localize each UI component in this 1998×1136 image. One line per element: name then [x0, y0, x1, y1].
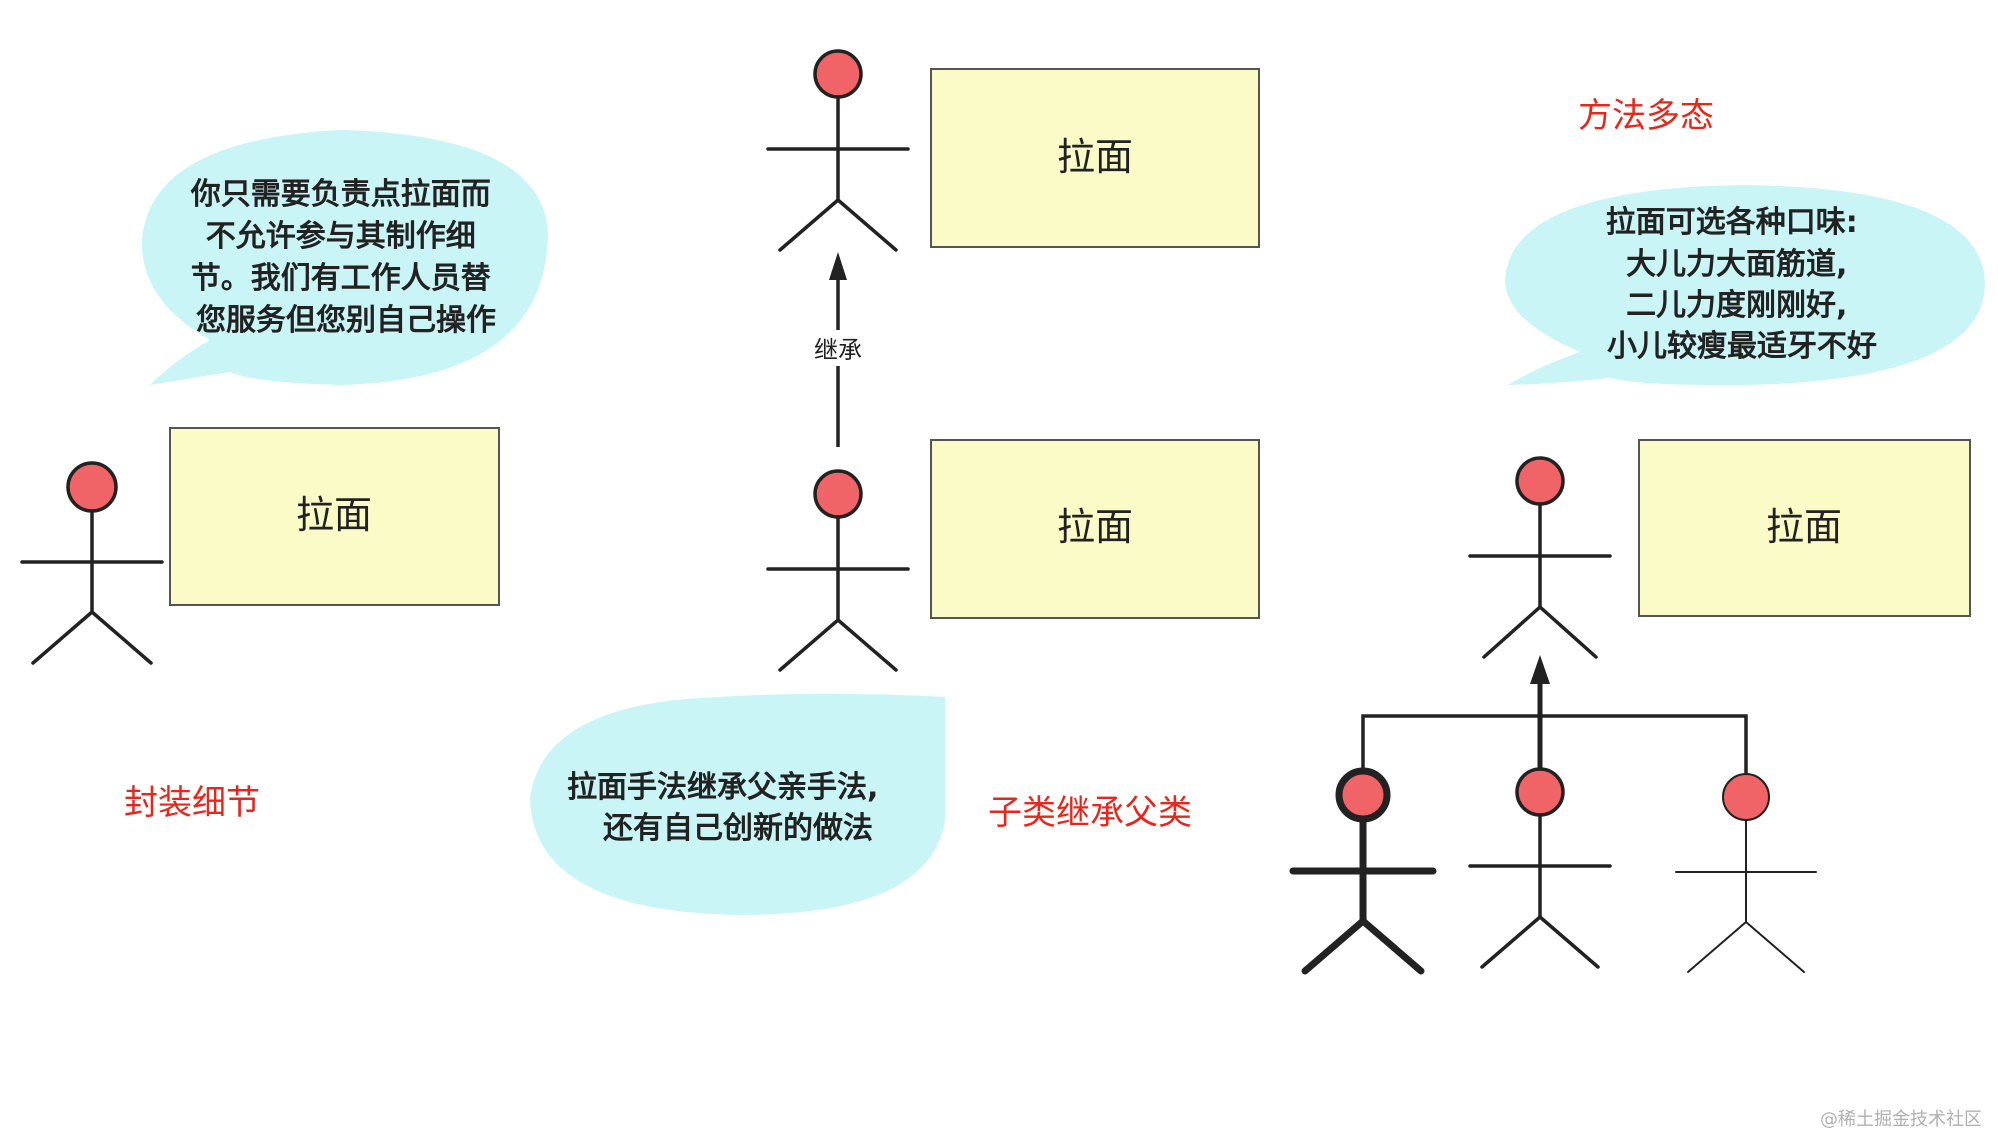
arrow-up-icon: [1361, 655, 1748, 790]
encapsulation-bubble-line: 节。我们有工作人员替: [191, 261, 491, 296]
parent-ramen-box: [930, 68, 1260, 248]
polymorphism-bubble-line: 小儿较瘦最适牙不好: [1607, 329, 1877, 364]
polymorphism-bubble-line: 拉面可选各种口味:: [1606, 205, 1858, 240]
polymorphism-bubble-line: 二儿力度刚刚好,: [1626, 288, 1847, 323]
polymorphism-caption: 方法多态: [1578, 96, 1714, 136]
child-ramen-box: [930, 439, 1260, 619]
child-box-label: 拉面: [1057, 505, 1133, 549]
stick-figure-icon: [766, 469, 910, 672]
polymorphism-speech-bubble: [1505, 185, 1985, 386]
inheritance-bubble-text: 拉面手法继承父亲手法, 还有自己创新的做法: [567, 770, 889, 846]
stick-figure-icon: [1468, 767, 1612, 969]
polymorphism-bubble-text: 拉面可选各种口味: 大儿力大面筋道, 二儿力度刚刚好, 小儿较瘦最适牙不好: [1606, 205, 1877, 364]
inheritance-bubble-line: 拉面手法继承父亲手法,: [567, 770, 878, 805]
encapsulation-ramen-box: [169, 427, 500, 606]
polymorphism-ramen-box: [1638, 439, 1971, 617]
inheritance-bubble-line: 还有自己创新的做法: [603, 811, 873, 846]
stick-figure-icon: [1289, 767, 1437, 975]
watermark: @稀土掘金技术社区: [1820, 1109, 1982, 1130]
polymorphism-box-label: 拉面: [1766, 505, 1842, 549]
encapsulation-box-label: 拉面: [296, 493, 372, 537]
encapsulation-bubble-line: 不允许参与其制作细: [206, 219, 476, 254]
encapsulation-caption: 封装细节: [124, 783, 260, 823]
stick-figure-icon: [766, 49, 910, 252]
encapsulation-bubble-line: 你只需要负责点拉面而: [190, 177, 491, 212]
polymorphism-bubble-line: 大儿力大面筋道,: [1626, 247, 1847, 282]
inheritance-arrow-label: 继承: [814, 336, 862, 364]
arrow-label-background: [808, 330, 868, 366]
encapsulation-bubble-line: 您服务但您别自己操作: [196, 303, 496, 338]
stick-figure-icon: [1675, 773, 1817, 973]
polymorphism-section: 方法多态 拉面可选各种口味: 大儿力大面筋道, 二儿力度刚刚好, 小儿较瘦最适牙…: [1289, 96, 1985, 975]
stick-figure-icon: [1468, 456, 1612, 659]
inheritance-speech-bubble: [530, 693, 945, 915]
encapsulation-bubble-text: 你只需要负责点拉面而 不允许参与其制作细 节。我们有工作人员替 您服务但您别自己…: [190, 177, 501, 338]
encapsulation-section: 你只需要负责点拉面而 不允许参与其制作细 节。我们有工作人员替 您服务但您别自己…: [20, 130, 548, 823]
stick-figure-icon: [20, 461, 164, 665]
inheritance-caption: 子类继承父类: [988, 793, 1192, 833]
inheritance-section: 拉面 继承 拉面 拉面手法继承父亲手法, 还有自己创新的做法 子类继承父类: [530, 49, 1260, 915]
encapsulation-speech-bubble: [141, 130, 548, 385]
parent-box-label: 拉面: [1057, 135, 1133, 179]
